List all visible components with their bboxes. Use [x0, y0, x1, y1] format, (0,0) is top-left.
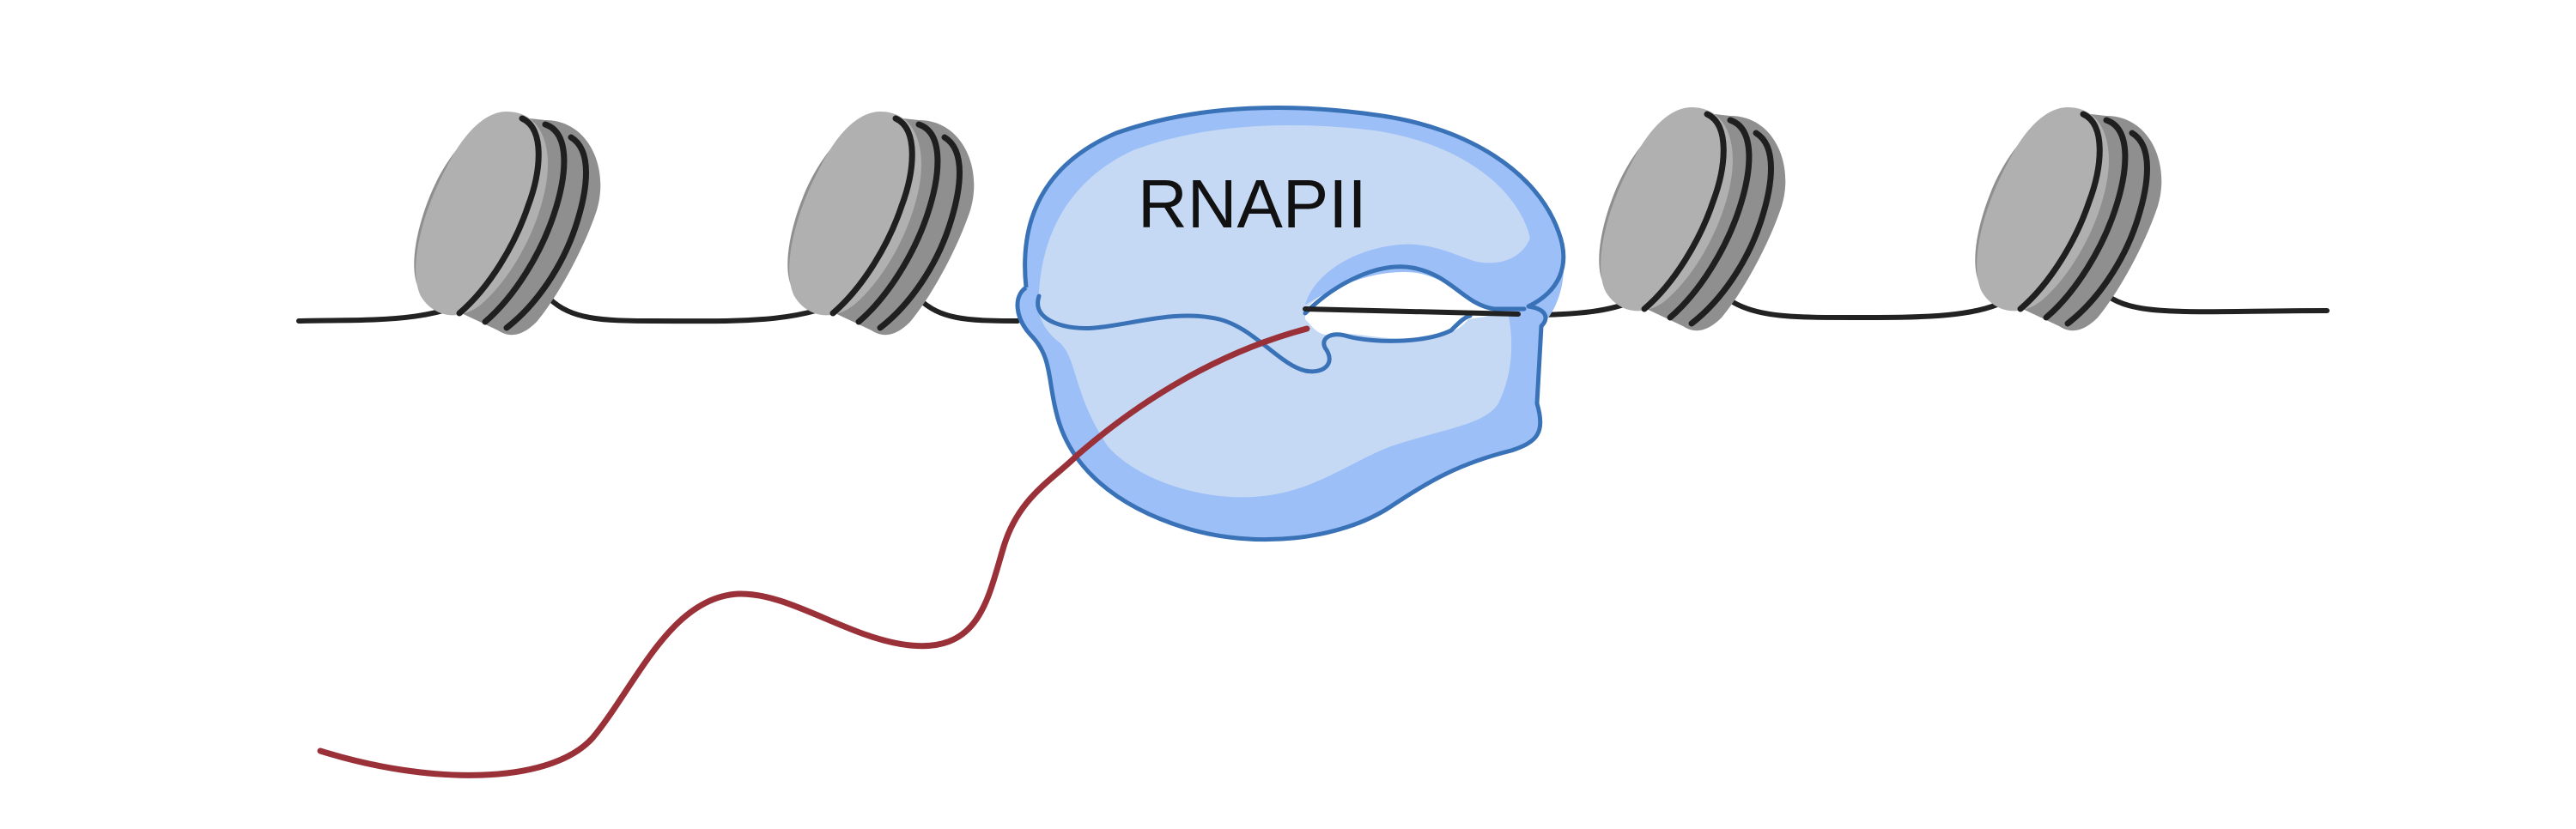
nucleosome-icon — [1975, 107, 2161, 330]
nucleosome-icon — [1599, 107, 1785, 330]
rna-polymerase-ii-icon: RNAPII — [1015, 105, 1566, 542]
nucleosome-icon — [787, 112, 974, 335]
rna-transcript — [317, 325, 1310, 778]
polymerase-label: RNAPII — [1138, 166, 1367, 242]
dna-template-strand — [1303, 306, 1521, 317]
nucleosome-icon — [414, 112, 600, 335]
